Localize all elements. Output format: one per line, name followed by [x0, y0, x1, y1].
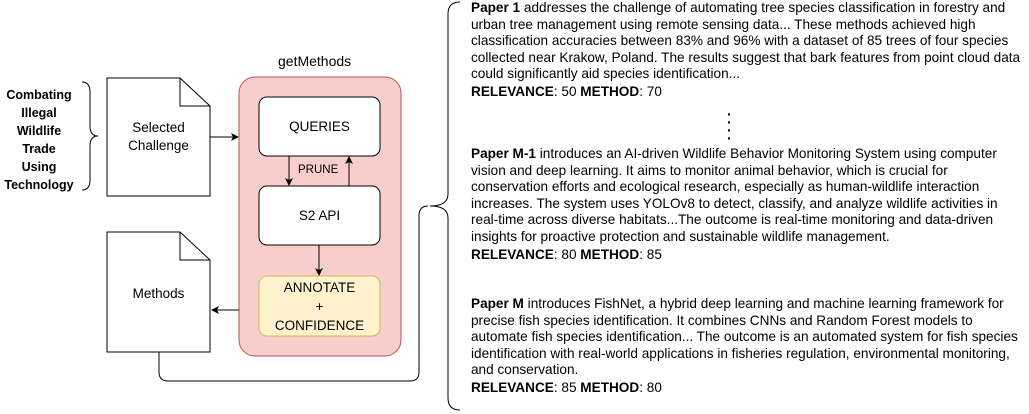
queries-box [258, 96, 381, 157]
papers-brace [429, 1, 461, 411]
method-value: : 80 [639, 379, 662, 395]
selected-challenge-line: Selected [132, 120, 185, 135]
s2-api-label: S2 API [298, 207, 341, 223]
relevance-label: RELEVANCE [471, 246, 554, 262]
method-label: METHOD [580, 379, 640, 395]
challenge-line: Using [21, 160, 57, 174]
methods-doc-fold [179, 232, 210, 261]
annotate-line: + [315, 298, 324, 314]
relevance-value: : 80 [553, 246, 581, 262]
paper-scores: RELEVANCE: 50 METHOD: 70 [471, 83, 1027, 100]
selected-challenge-doc-fold [179, 78, 210, 107]
relevance-label: RELEVANCE [471, 379, 554, 395]
paper-summary: Paper 1 addresses the challenge of autom… [471, 0, 1027, 100]
relevance-value: : 50 [553, 83, 581, 99]
annotate-line: ANNOTATE [283, 279, 356, 295]
annotate-box [258, 275, 381, 337]
vertical-ellipsis-icon: ···· [727, 106, 732, 146]
challenge-line: Wildlife [16, 124, 62, 138]
selected-challenge-line: Challenge [128, 138, 189, 153]
paper-name: Paper M [471, 296, 524, 311]
getmethods-title: getMethods [278, 53, 352, 69]
paper-description: addresses the challenge of automating tr… [471, 0, 1021, 82]
challenge-line: Technology [4, 178, 74, 192]
selected-challenge-label: Selected Challenge [107, 110, 210, 164]
paper-name: Paper M-1 [471, 146, 536, 161]
paper-summary: Paper M-1 introduces an AI-driven Wildli… [471, 146, 1027, 263]
paper-scores: RELEVANCE: 80 METHOD: 85 [471, 246, 1027, 263]
paper-scores: RELEVANCE: 85 METHOD: 80 [471, 379, 1027, 396]
paper-description: introduces FishNet, a hybrid deep learni… [471, 296, 1018, 378]
paper-summary: Paper M introduces FishNet, a hybrid dee… [471, 296, 1027, 396]
method-label: METHOD [580, 83, 640, 99]
method-label: METHOD [580, 246, 640, 262]
methods-to-brace-connector [158, 205, 429, 382]
queries-label: QUERIES [289, 118, 350, 134]
challenge-label: Combating Illegal Wildlife Trade Using T… [0, 86, 78, 194]
paper-name: Paper 1 [471, 0, 521, 15]
relevance-label: RELEVANCE [471, 83, 554, 99]
annotate-label: ANNOTATE + CONFIDENCE [259, 276, 380, 336]
selected-challenge-doc [106, 77, 211, 197]
challenge-brace [81, 81, 99, 191]
methods-doc [106, 231, 211, 353]
method-value: : 85 [639, 246, 662, 262]
challenge-line: Illegal [21, 106, 57, 120]
challenge-line: Combating [6, 88, 72, 102]
paper-description: introduces an AI-driven Wildlife Behavio… [471, 146, 998, 244]
challenge-line: Trade [22, 142, 56, 156]
methods-label: Methods [132, 286, 185, 301]
method-value: : 70 [639, 83, 662, 99]
prune-label: PRUNE [298, 164, 339, 176]
relevance-value: : 85 [553, 379, 581, 395]
annotate-line: CONFIDENCE [274, 317, 365, 333]
